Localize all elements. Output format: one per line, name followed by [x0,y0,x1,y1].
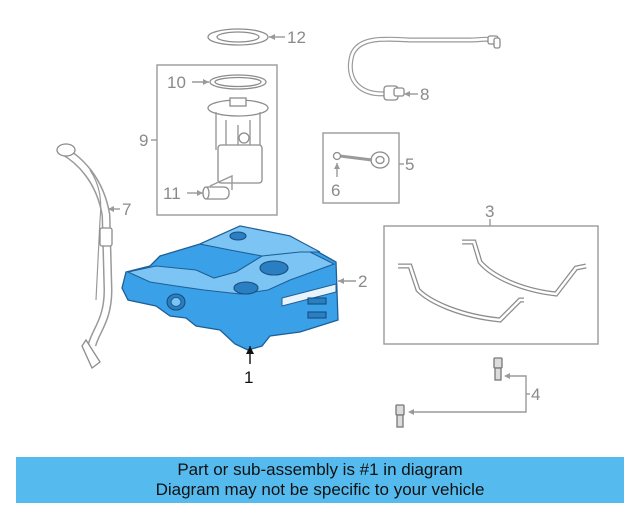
part-10-o-ring[interactable] [209,74,267,90]
part-8-fuel-line[interactable] [347,35,501,101]
callout-9[interactable]: 9 [139,131,148,150]
part-5-sensor[interactable] [339,151,390,169]
callout-6-arrow [334,163,340,169]
banner-line-1: Part or sub-assembly is #1 in diagram [177,460,463,479]
callout-4-arrow-a [504,373,510,379]
callout-7[interactable]: 7 [122,200,131,219]
part-3-tank-straps[interactable] [398,239,587,323]
callout-2[interactable]: 2 [358,272,367,291]
callout-10[interactable]: 10 [167,73,186,92]
callout-12-arrow [269,34,275,40]
part-3-group-box [383,225,599,345]
callout-4[interactable]: 4 [531,385,540,404]
callout-4-arrow-b [408,409,414,415]
part-6-clip[interactable] [332,151,342,161]
callout-5[interactable]: 5 [405,155,414,174]
part-1-fuel-tank[interactable] [121,225,339,351]
part-5-group-box [322,132,400,204]
callout-8-arrow [404,91,410,97]
part-12-seal-ring[interactable] [207,28,269,46]
callout-4-leader [410,375,527,413]
banner-line-2: Diagram may not be specific to your vehi… [155,480,485,499]
callout-1-arrow [246,346,254,354]
callout-11-arrow [197,190,203,196]
callout-3[interactable]: 3 [485,202,494,221]
part-4-bolts[interactable] [395,357,503,428]
callout-10-arrow [203,79,209,85]
callout-6[interactable]: 6 [331,181,340,200]
callout-2-arrow [338,278,344,284]
callout-1[interactable]: 1 [244,368,253,387]
callout-11[interactable]: 11 [163,184,181,203]
callout-8[interactable]: 8 [420,85,429,104]
part-11-strainer[interactable] [202,186,230,200]
part-9-fuel-pump-module[interactable] [207,97,269,190]
callout-7-arrow [108,206,114,212]
callout-12[interactable]: 12 [287,28,306,47]
info-banner: Part or sub-assembly is #1 in diagram Di… [16,457,624,503]
part-7-filler-pipe[interactable] [56,143,113,370]
